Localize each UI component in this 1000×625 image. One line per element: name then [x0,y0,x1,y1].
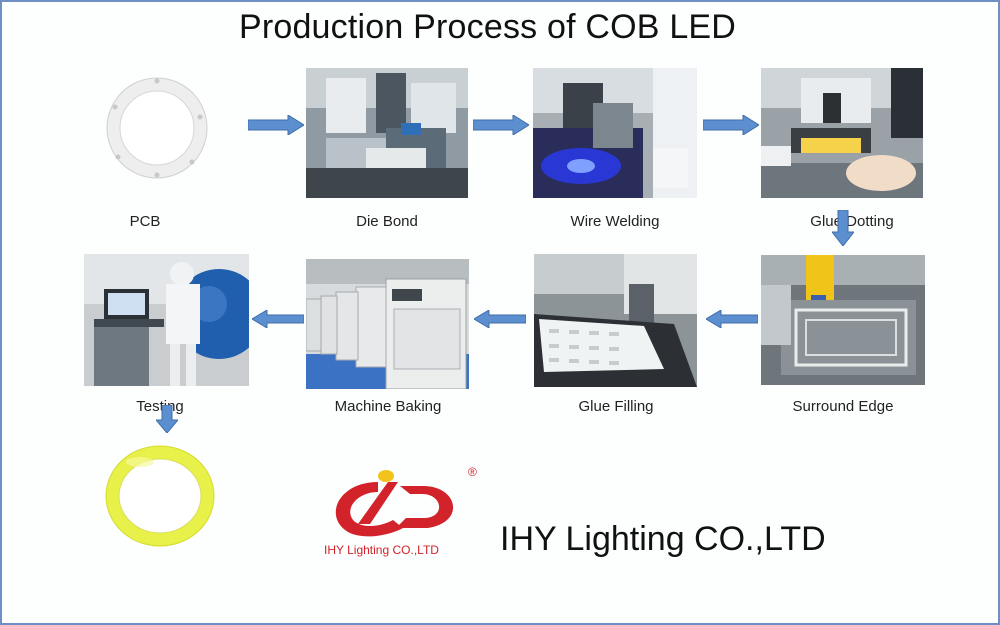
step-label-wire-welding: Wire Welding [570,213,660,230]
step-label-machine-baking: Machine Baking [334,398,442,415]
die-bond-image [306,68,468,198]
step-label-glue-filling: Glue Filling [578,398,654,415]
step-label-surround-edge: Surround Edge [792,398,894,415]
pcb-image [100,72,215,184]
arrow-right-icon [247,114,305,136]
registered-mark: ® [468,465,477,479]
step-label-die-bond: Die Bond [356,213,418,230]
wire-welding-image [533,68,697,198]
page-title: Production Process of COB LED [238,8,737,46]
surround-edge-image [761,255,925,385]
step-label-pcb: PCB [129,213,161,230]
company-logo: ® [318,462,488,560]
arrow-right-icon [702,114,760,136]
glue-filling-image [534,254,697,387]
arrow-left-icon [705,309,759,329]
machine-baking-image [306,259,469,389]
glue-dotting-image [761,68,923,198]
step-label-glue-dotting: Glue Dotting [810,213,894,230]
arrow-left-icon [473,309,527,329]
arrow-down-icon [830,209,856,247]
arrow-right-icon [472,114,530,136]
arrow-down-icon [154,404,180,434]
arrow-left-icon [251,309,305,329]
company-name: IHY Lighting CO.,LTD [500,520,826,558]
logo-caption: IHY Lighting CO.,LTD [324,543,439,557]
testing-image [84,254,249,386]
finished-cob-led-image [100,440,222,552]
